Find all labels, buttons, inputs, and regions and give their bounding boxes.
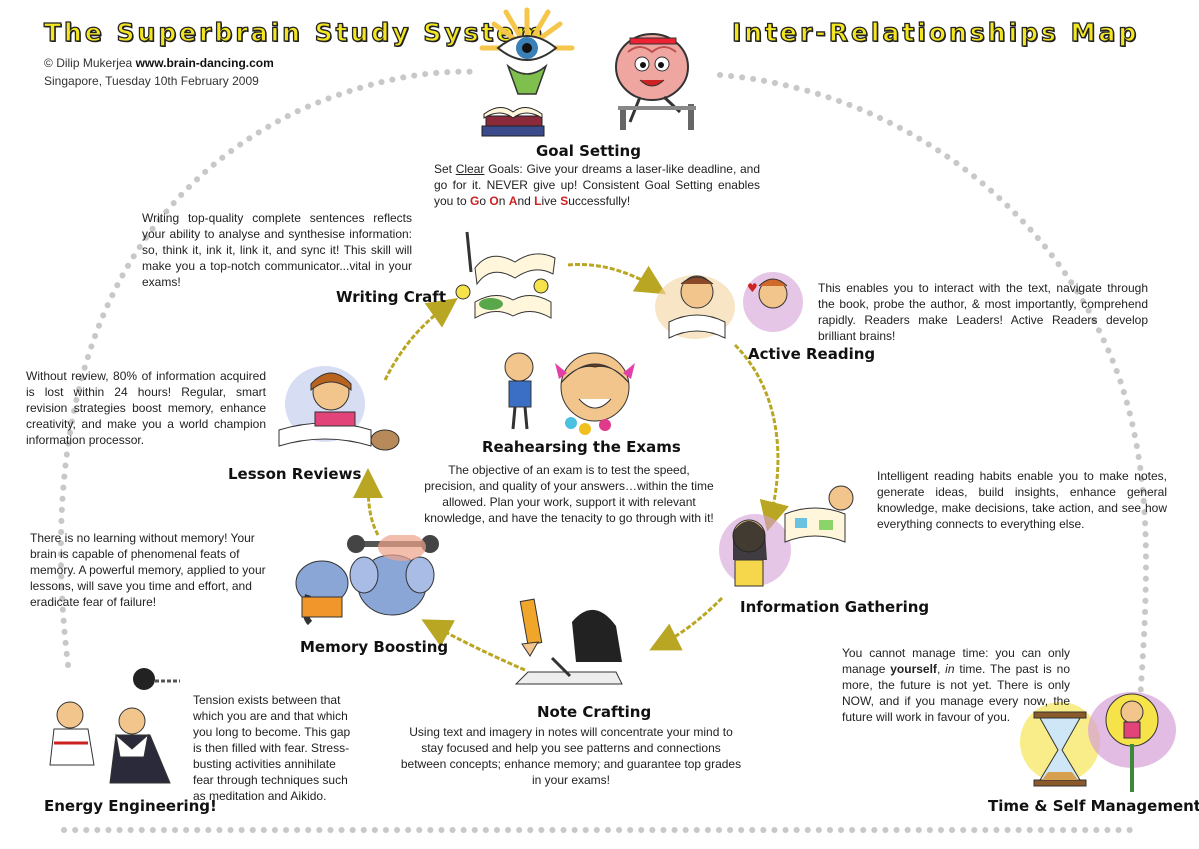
writing-craft-illustration bbox=[455, 231, 556, 319]
time-management-illustration bbox=[1020, 692, 1176, 792]
energy-engineering-illustration bbox=[49, 668, 180, 784]
ball-and-chain-icon bbox=[133, 668, 155, 690]
node-desc-information-gathering: Intelligent reading habits enable you to… bbox=[877, 469, 1167, 531]
node-desc-energy-engineering: Tension exists between that which you ar… bbox=[193, 693, 351, 803]
book-stack-icon bbox=[481, 107, 545, 137]
page-title: The Superbrain Study System bbox=[43, 17, 546, 47]
node-desc-writing-craft: Writing top-quality complete sentences r… bbox=[142, 211, 412, 289]
node-title-active-reading: Active Reading bbox=[748, 345, 876, 363]
map-title: Inter-Relationships Map bbox=[731, 17, 1140, 47]
node-title-rehearsing: Reahearsing the Exams bbox=[482, 438, 681, 456]
node-desc-time-management: You cannot manage time: you can only man… bbox=[842, 646, 1070, 724]
node-desc-memory-boosting: There is no learning without memory! You… bbox=[30, 531, 266, 609]
credit-line: © Dilip Mukerjea www.brain-dancing.com bbox=[44, 56, 274, 70]
svg-text:♥: ♥ bbox=[747, 281, 758, 295]
eye-icon bbox=[479, 7, 575, 95]
copyright-symbol: © bbox=[44, 56, 53, 70]
author-name: Dilip Mukerjea bbox=[56, 56, 133, 70]
memory-boosting-illustration bbox=[295, 535, 439, 626]
node-title-lesson-reviews: Lesson Reviews bbox=[228, 465, 362, 483]
lesson-reviews-illustration bbox=[278, 366, 400, 451]
arrow-reading-to-gathering bbox=[733, 343, 789, 532]
arrow-reviews-to-writing bbox=[383, 298, 458, 381]
arrow-notes-to-memory bbox=[421, 619, 526, 672]
node-title-note-crafting: Note Crafting bbox=[537, 703, 652, 721]
node-desc-note-crafting: Using text and imagery in notes will con… bbox=[400, 725, 742, 787]
note-crafting-illustration bbox=[514, 598, 623, 685]
node-title-memory-boosting: Memory Boosting bbox=[300, 638, 449, 656]
node-title-information-gathering: Information Gathering bbox=[740, 598, 930, 616]
brain-mascot-icon bbox=[615, 33, 696, 130]
arrow-gathering-to-notes bbox=[649, 596, 724, 651]
node-title-energy-engineering: Energy Engineering! bbox=[44, 797, 217, 815]
node-title-writing-craft: Writing Craft bbox=[336, 288, 446, 306]
website-link: www.brain-dancing.com bbox=[135, 56, 274, 70]
information-gathering-illustration bbox=[719, 485, 854, 587]
arrow-memory-to-reviews bbox=[353, 468, 384, 536]
rehearsing-exams-illustration bbox=[504, 352, 635, 435]
hourglass-icon bbox=[1033, 711, 1087, 787]
node-title-time-management: Time & Self Management bbox=[988, 797, 1199, 815]
node-desc-goal-setting: Set Clear Goals: Give your dreams a lase… bbox=[434, 162, 760, 208]
node-desc-active-reading: This enables you to interact with the te… bbox=[818, 281, 1148, 343]
arrow-writing-to-reading bbox=[567, 262, 667, 295]
node-title-goal-setting: Goal Setting bbox=[536, 142, 641, 160]
node-desc-lesson-reviews: Without review, 80% of information acqui… bbox=[26, 369, 266, 447]
node-desc-rehearsing: The objective of an exam is to test the … bbox=[424, 463, 714, 525]
place-date: Singapore, Tuesday 10th February 2009 bbox=[44, 74, 259, 88]
outer-dotted-path bbox=[57, 68, 1149, 703]
active-reading-illustration: ♥ bbox=[655, 272, 803, 339]
